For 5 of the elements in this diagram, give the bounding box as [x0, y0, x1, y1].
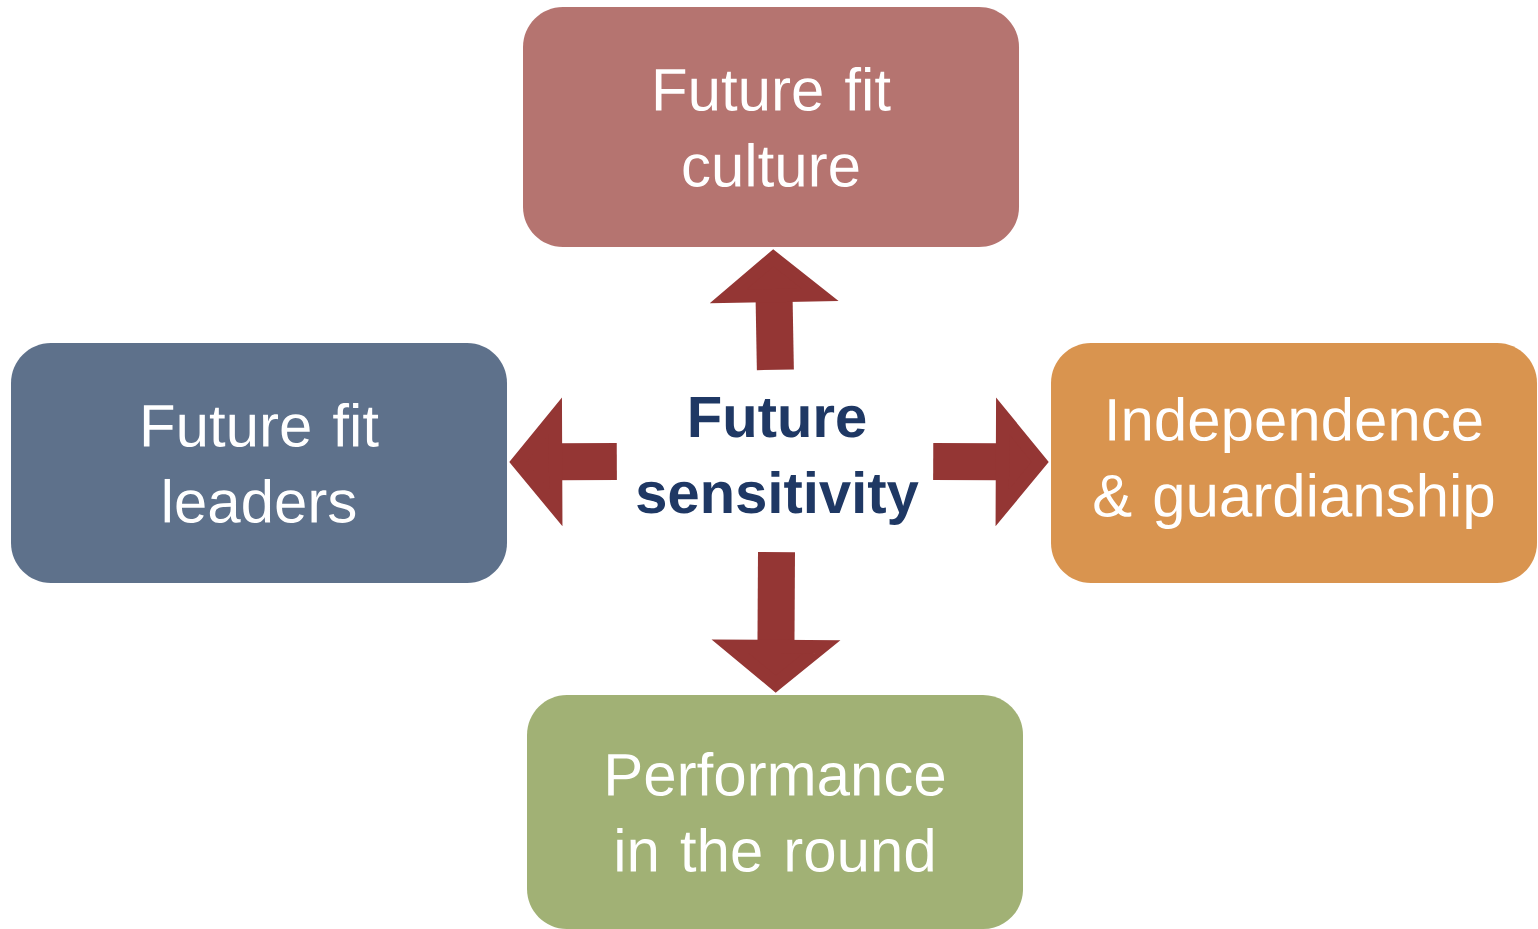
rounded-box: Independence & guardianship	[1051, 343, 1537, 583]
rounded-box: Future fit leaders	[11, 343, 507, 583]
center-label: Future sensitivity	[637, 397, 919, 525]
rounded-box: Future fit culture	[523, 7, 1019, 247]
rounded-box: Performance in the round	[527, 695, 1023, 929]
